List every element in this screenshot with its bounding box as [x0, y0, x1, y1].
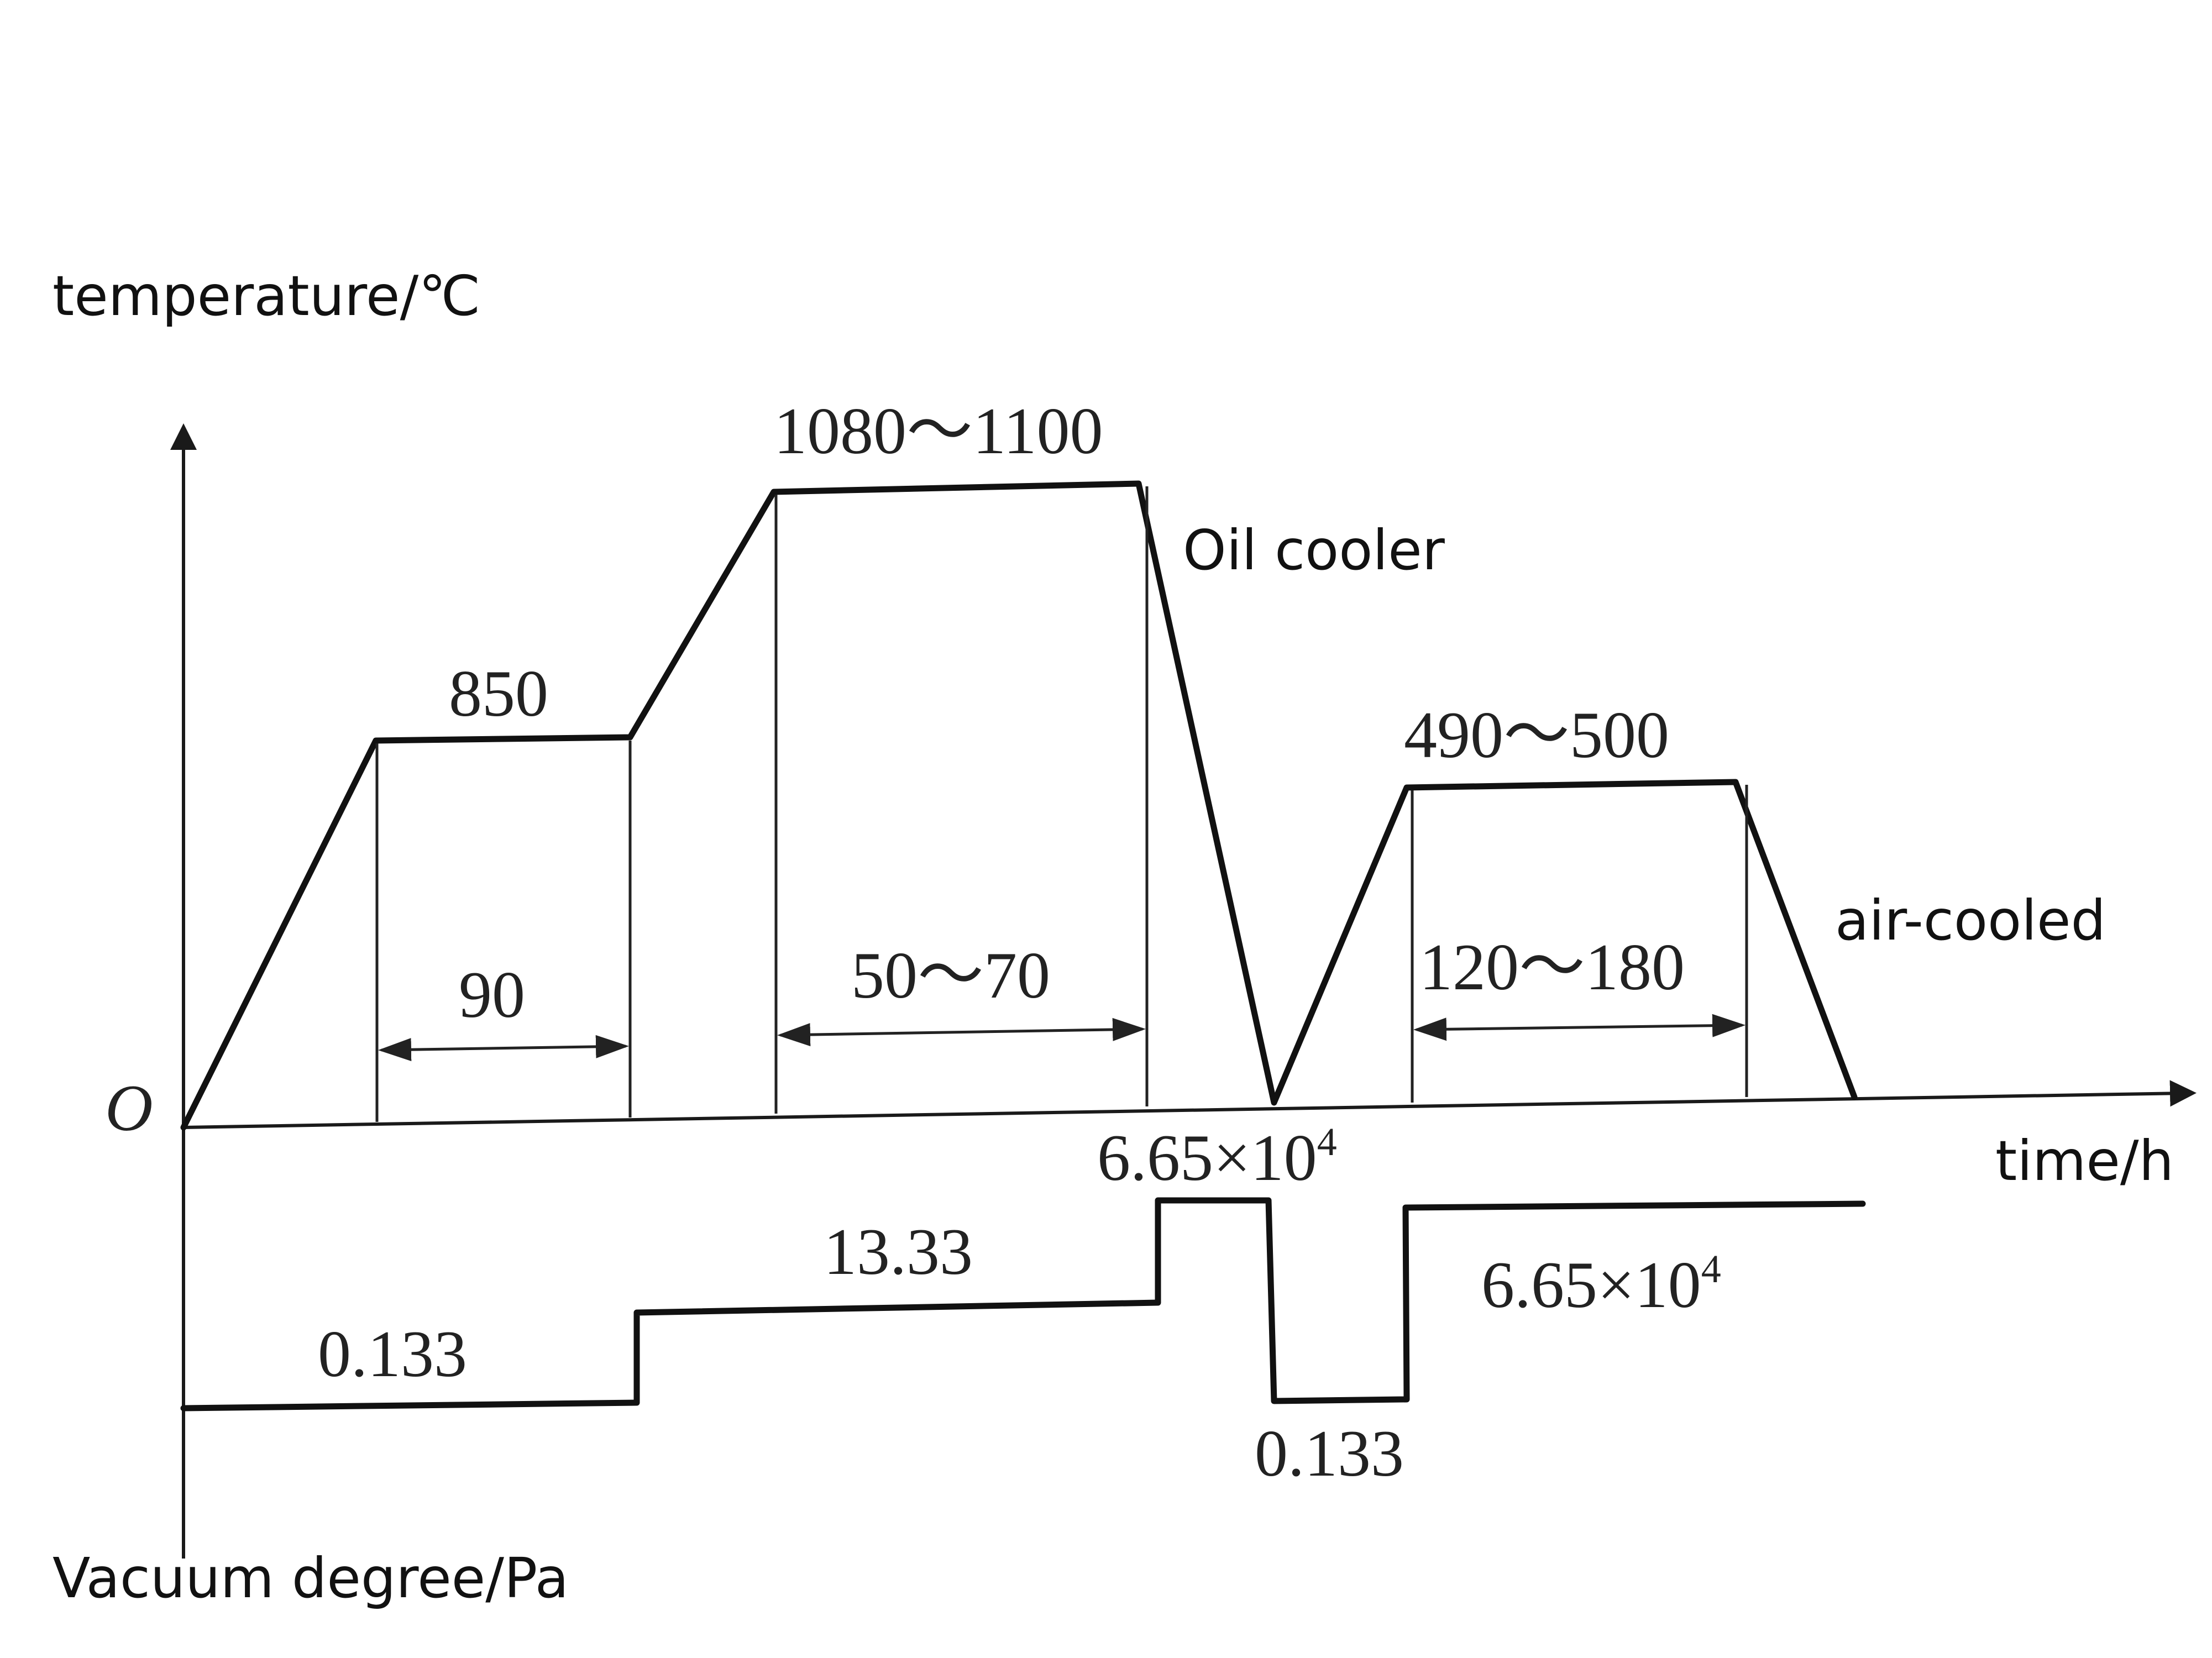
vacuum-label-heating: 13.33: [824, 1215, 973, 1288]
origin-label: O: [105, 1071, 153, 1145]
vacuum-label-low: 0.133: [1255, 1416, 1404, 1490]
temperature-profile-line: [180, 480, 1858, 1131]
vacuum-label-quench: 6.65×104: [1097, 1120, 1337, 1194]
time-axis: [183, 1080, 2197, 1129]
vacuum-axis-label: Vacuum degree/Pa: [53, 1546, 569, 1610]
duration-arrow-austenitize: [777, 1017, 1146, 1047]
oil-cooler-label: Oil cooler: [1183, 518, 1445, 583]
temperature-axis-label: temperature/℃: [53, 264, 481, 328]
duration-label-preheat: 90: [459, 958, 525, 1031]
vacuum-label-preheat: 0.133: [318, 1317, 467, 1391]
temperature-label-austenitize: 1080～1100: [774, 394, 1103, 468]
temperature-label-preheat: 850: [449, 657, 548, 730]
time-axis-label: time/h: [1995, 1129, 2174, 1193]
duration-label-austenitize: 50～70: [851, 938, 1050, 1012]
duration-arrow-preheat: [378, 1035, 629, 1062]
vacuum-label-temper: 6.65×104: [1481, 1247, 1721, 1321]
temperature-label-temper: 490～500: [1404, 698, 1669, 772]
air-cooled-label: air-cooled: [1835, 888, 2106, 953]
vacuum-profile-line: [180, 1197, 1866, 1412]
duration-arrow-temper: [1413, 1014, 1746, 1041]
duration-label-temper: 120～180: [1419, 930, 1685, 1004]
